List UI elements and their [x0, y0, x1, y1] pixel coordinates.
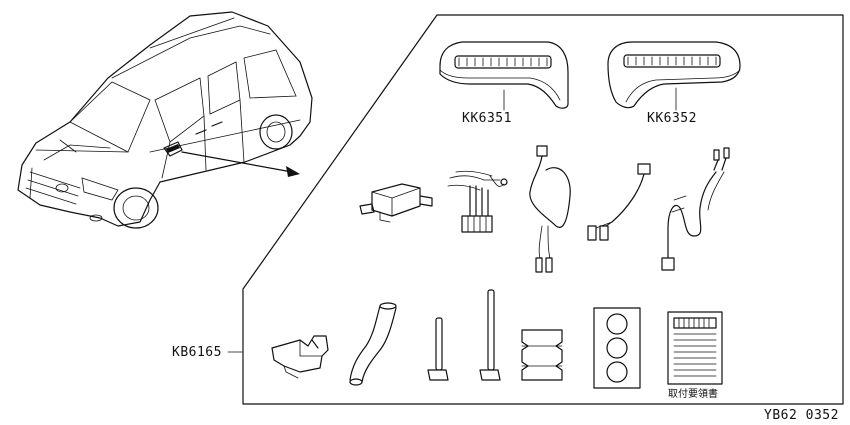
- kit-boundary: [242, 14, 844, 405]
- harness-b-drawing: [587, 163, 651, 241]
- cable-tie-short-drawing: [427, 317, 449, 381]
- drawing-id: YB62 0352: [764, 408, 839, 423]
- adhesive-pad-sheet-drawing: [593, 307, 641, 389]
- part-code-kk6351: KK6351: [462, 111, 512, 126]
- part-code-kk6352: KK6352: [647, 111, 697, 126]
- vehicle-illustration: [17, 11, 313, 229]
- pointer-arrow: [181, 151, 300, 177]
- manual-caption: 取付要領書: [668, 389, 718, 400]
- control-unit-drawing: [359, 183, 433, 223]
- harness-c-drawing: [661, 147, 730, 271]
- part-code-kb6165: KB6165: [172, 345, 222, 360]
- mirror-lamp-right-drawing: [607, 41, 741, 111]
- grommet-drawing: [521, 329, 563, 381]
- bracket-clip-drawing: [271, 335, 329, 379]
- corrugated-tube-drawing: [349, 302, 397, 386]
- instruction-manual-drawing: [667, 311, 723, 385]
- cable-tie-long-drawing: [479, 289, 501, 381]
- mirror-lamp-left-drawing: [439, 41, 569, 111]
- wire-harness-drawing: [447, 170, 508, 233]
- harness-a-drawing: [529, 145, 571, 273]
